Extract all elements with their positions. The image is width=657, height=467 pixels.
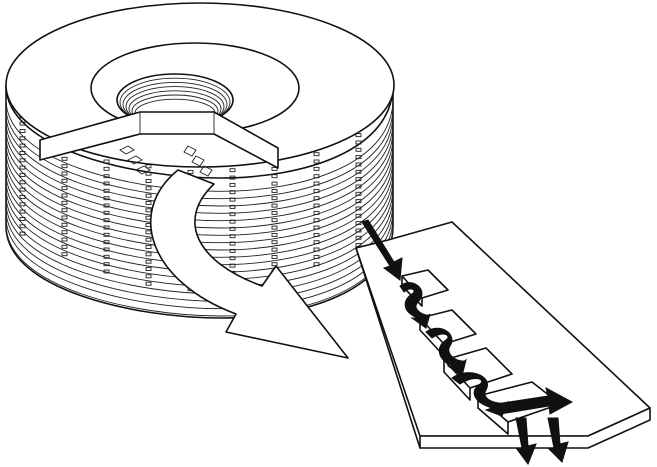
ring-layer-tick <box>104 160 109 163</box>
channel-plate <box>356 220 650 464</box>
ring-layer-tick <box>188 170 193 173</box>
ring-layer-tick <box>314 160 319 163</box>
ring-layer-tick <box>314 153 319 156</box>
ring-layer-tick <box>230 169 235 172</box>
